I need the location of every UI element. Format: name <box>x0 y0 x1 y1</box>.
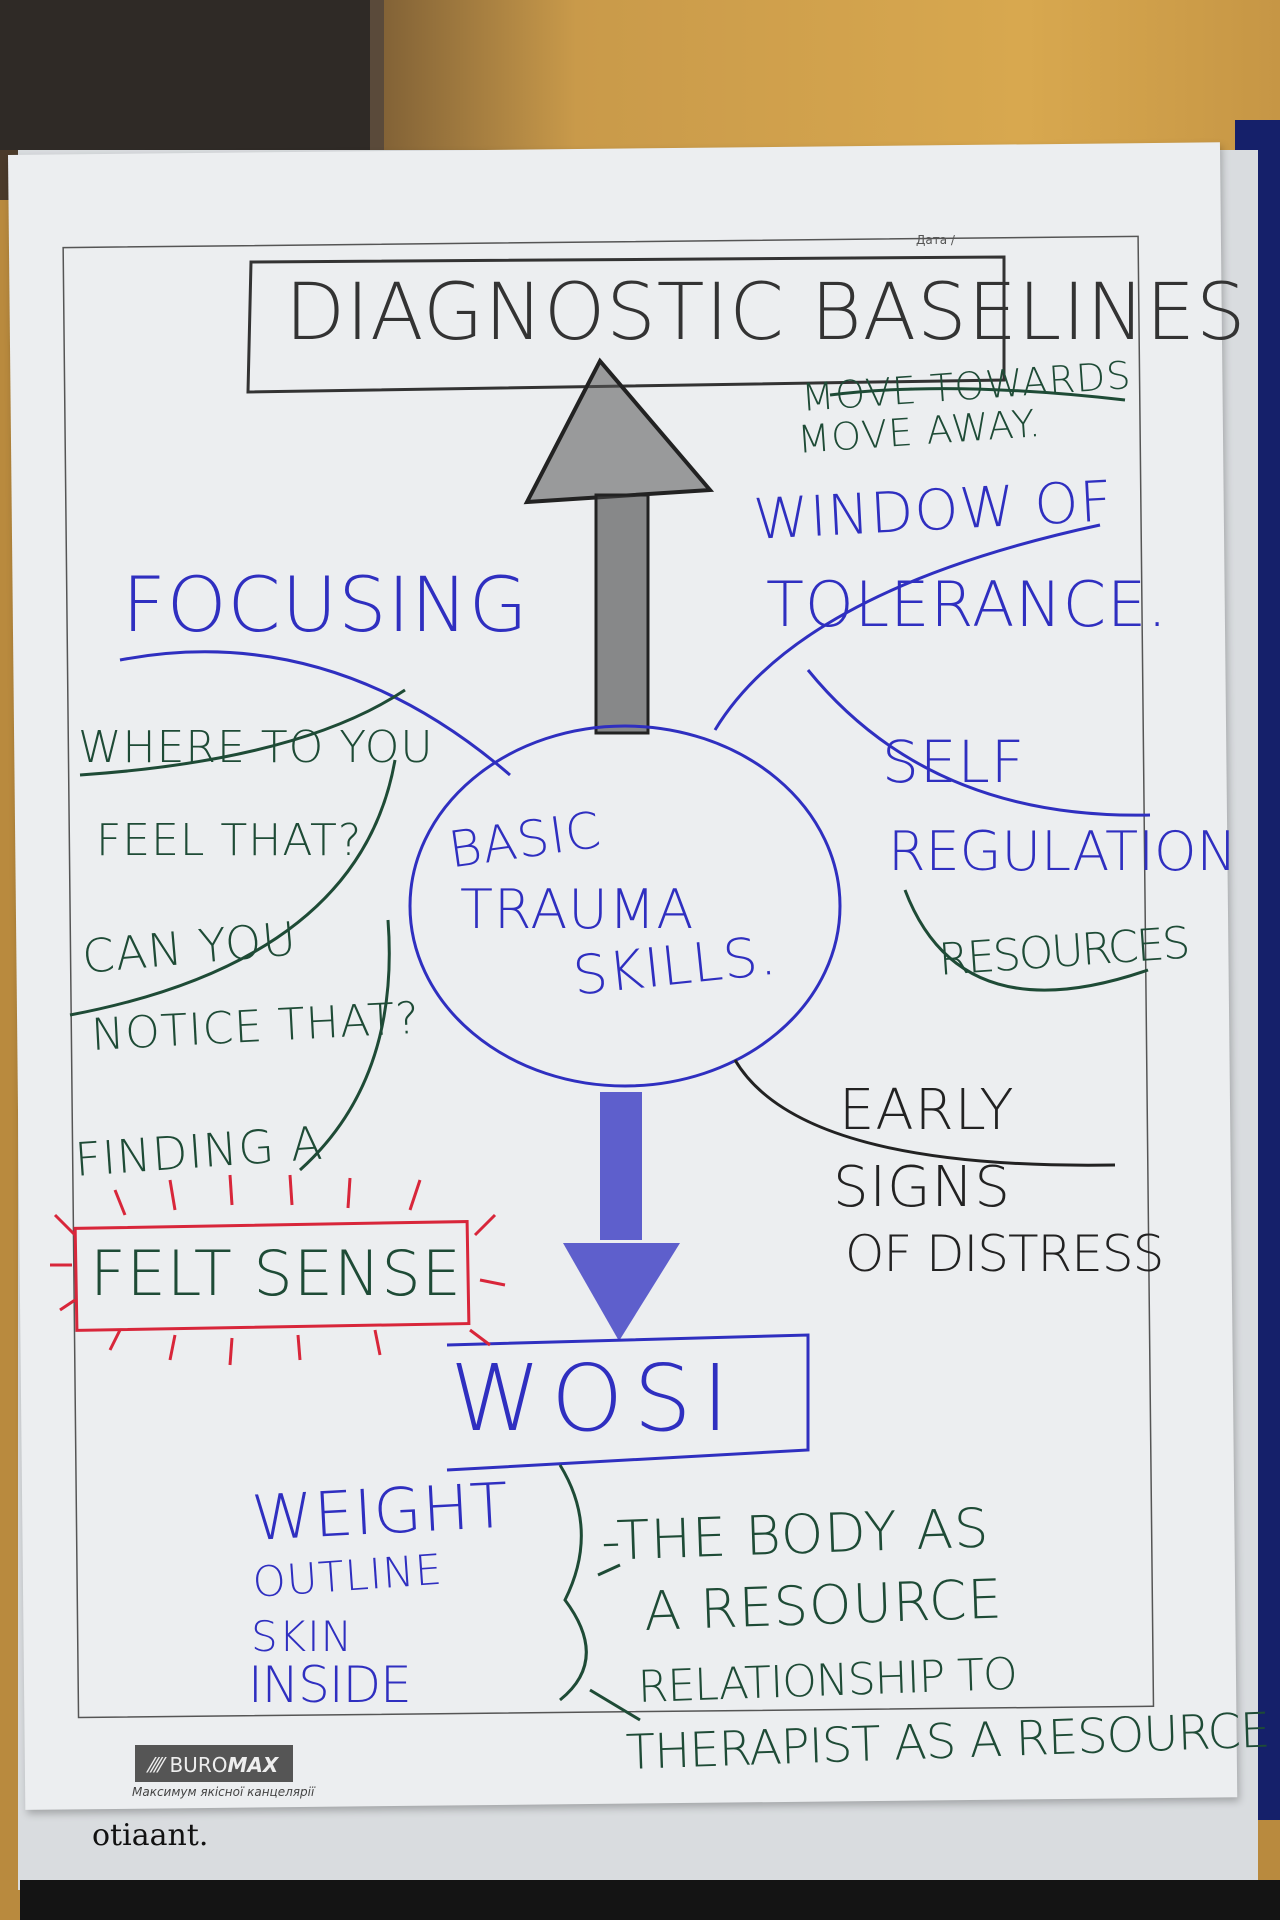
felt-sense-rays <box>50 1174 506 1366</box>
brand-tagline: Максимум якісної канцелярії <box>132 1785 315 1799</box>
wosi-label: WOSI <box>450 1345 739 1452</box>
logo-mark-icon: ⁄⁄⁄⁄ <box>149 1753 170 1777</box>
board-scrawl: otiaant. <box>92 1818 209 1853</box>
focusing-line: FEEL THAT? <box>96 815 363 866</box>
door-frame <box>0 0 384 150</box>
center-line-2: TRAUMA <box>460 878 695 941</box>
up-arrow-shaft <box>594 493 650 735</box>
date-label: Дата / <box>916 233 955 247</box>
wosi-box <box>446 1333 810 1472</box>
window-heading: TOLERANCE. <box>766 568 1168 641</box>
felt-sense-box <box>73 1220 471 1332</box>
center-circle <box>408 724 842 1088</box>
up-arrow-head <box>523 357 715 505</box>
early-signs-line: OF DISTRESS <box>845 1225 1164 1283</box>
self-regulation-line: SELF <box>882 728 1026 796</box>
chart-title: DIAGNOSTIC BASELINES <box>285 268 1247 358</box>
buromax-logo: ⁄⁄⁄⁄ BUROMAX <box>135 1745 293 1782</box>
wosi-item: WEIGHT <box>250 1468 511 1555</box>
felt-sense-label: FELT SENSE <box>90 1237 462 1310</box>
down-arrow-head <box>563 1243 680 1341</box>
wosi-item: SKIN <box>251 1612 354 1661</box>
early-signs-line: SIGNS <box>833 1155 1011 1220</box>
focusing-line: WHERE TO YOU <box>78 722 434 773</box>
self-regulation-line: REGULATION <box>888 820 1237 883</box>
wosi-item: INSIDE <box>248 1656 412 1714</box>
board-tray <box>20 1880 1280 1920</box>
focusing-heading: FOCUSING <box>122 560 529 649</box>
title-box <box>246 255 1006 394</box>
early-signs-line: EARLY <box>839 1078 1015 1143</box>
resource-line: A RESOURCE <box>643 1567 1004 1643</box>
down-arrow-shaft <box>600 1092 642 1240</box>
